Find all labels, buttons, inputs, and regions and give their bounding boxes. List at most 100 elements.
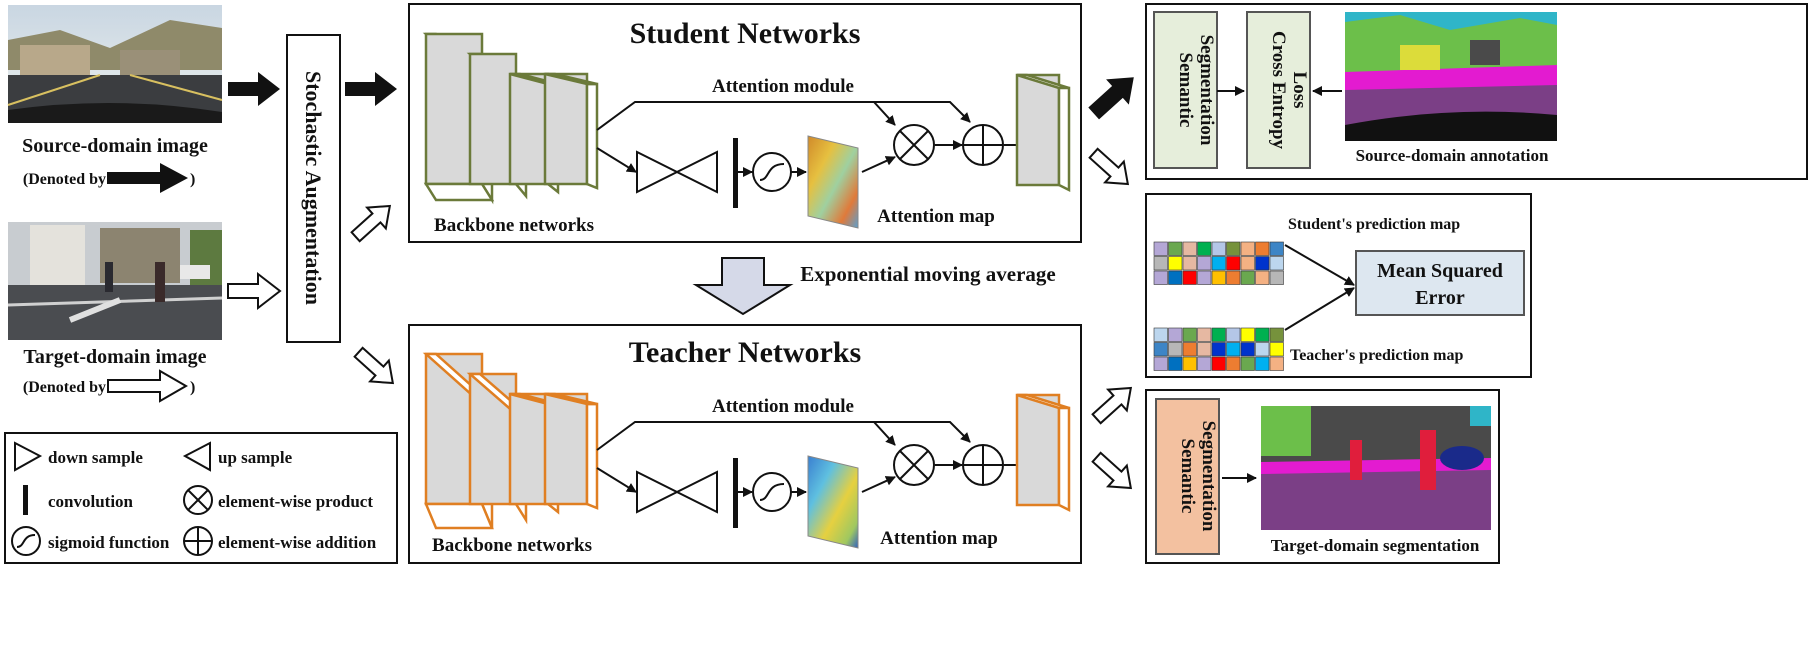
source-semseg-line1: Semantic [1175,53,1196,128]
student-convolution-bar [733,138,738,208]
source-domain-label: Source-domain image [22,135,208,157]
target-semseg-line2: Segmentation [1198,421,1219,532]
prediction-cell [1182,256,1197,271]
mse-box [1355,250,1525,316]
teacher-prediction-grid [1153,327,1284,371]
legend-sigmoid: sigmoid function [48,533,170,552]
prediction-cell [1168,270,1183,285]
prediction-cell [1168,342,1183,357]
legend-convolution: convolution [48,492,134,511]
teacher-to-segmentation-hollow-arrow [1091,451,1133,490]
prediction-cell [1211,327,1226,342]
prediction-cell [1226,342,1241,357]
source-annotation-label: Source-domain annotation [1356,146,1549,165]
hollow-arrow-icon [107,369,189,403]
teacher-prediction-label: Teacher's prediction map [1290,347,1463,364]
source-denoted-prefix: (Denoted by [23,171,106,188]
teacher-attention-map-label: Attention map [880,528,998,549]
prediction-cell [1255,256,1270,271]
target-to-augment-arrow [227,271,282,311]
prediction-cell [1240,256,1255,271]
down-sample-icon [14,441,43,472]
prediction-cell [1153,342,1168,357]
sigmoid-icon [11,526,41,556]
prediction-cell [1240,270,1255,285]
teacher-attention-module-label: Attention module [712,396,854,417]
prediction-cell [1269,327,1284,342]
student-title: Student Networks [630,17,861,50]
teacher-sigmoid [752,472,792,512]
augmentation-box [286,34,341,343]
prediction-cell [1168,241,1183,256]
augment-to-teacher-hollow-arrow [353,346,395,385]
prediction-cell [1255,327,1270,342]
prediction-cell [1226,270,1241,285]
prediction-cell [1269,356,1284,371]
prediction-cell [1168,256,1183,271]
legend-up-sample: up sample [218,448,293,467]
teacher-title: Teacher Networks [629,336,861,369]
source-to-augment-arrow [228,72,280,106]
teacher-backbone-blocks [422,352,599,530]
prediction-cell [1240,241,1255,256]
prediction-cell [1211,342,1226,357]
target-semseg-line1: Semantic [1177,439,1198,514]
student-attention-map [807,135,859,229]
prediction-cell [1182,270,1197,285]
target-domain-label: Target-domain image [23,346,206,368]
prediction-cell [1153,270,1168,285]
prediction-cell [1182,241,1197,256]
target-semseg-box [1155,398,1220,555]
student-attention-module-label: Attention module [712,76,854,97]
teacher-addition-node [962,444,1004,486]
prediction-cell [1168,356,1183,371]
target-denoted-prefix: (Denoted by [23,379,106,396]
prediction-cell [1197,342,1212,357]
teacher-down-up-sample [636,470,718,514]
cross-entropy-line2: Loss [1289,72,1310,109]
prediction-cell [1211,356,1226,371]
target-domain-image [7,222,223,340]
source-annotation-image [1345,12,1557,141]
augmentation-label: Stochastic Augmentation [301,71,326,305]
teacher-convolution-bar [733,458,738,528]
teacher-to-mse-hollow-arrow [1091,386,1133,425]
prediction-cell [1211,270,1226,285]
teacher-connectors [596,421,1031,497]
student-product-node [893,124,935,166]
prediction-cell [1182,356,1197,371]
prediction-cell [1197,270,1212,285]
cross-entropy-box [1246,11,1311,169]
legend-element-product: element-wise product [218,492,373,511]
prediction-cell [1226,241,1241,256]
ema-arrow [692,257,794,316]
prediction-cell [1153,241,1168,256]
prediction-cell [1226,327,1241,342]
source-domain-image [7,5,223,123]
prediction-cell [1211,256,1226,271]
student-prediction-grid [1153,241,1284,285]
prediction-cell [1240,356,1255,371]
teacher-product-node [893,444,935,486]
solid-arrow-icon [107,163,188,193]
student-backbone-blocks [422,32,599,205]
target-segmentation-image [1261,406,1491,530]
source-denoted-suffix: ) [190,171,195,188]
prediction-cell [1153,356,1168,371]
target-denoted-suffix: ) [190,379,195,396]
mse-line1: Mean Squared [1377,260,1503,282]
mse-line2: Error [1415,287,1465,309]
prediction-cell [1240,342,1255,357]
ema-label: Exponential moving average [800,262,1056,286]
prediction-cell [1168,327,1183,342]
student-output-block [1015,73,1071,193]
prediction-cell [1211,241,1226,256]
teacher-attention-map [807,455,859,549]
legend-down-sample: down sample [48,448,143,467]
student-connectors [596,101,1031,177]
teacher-backbone-label: Backbone networks [432,535,592,556]
source-semseg-box [1153,11,1218,169]
source-semseg-line2: Segmentation [1196,35,1217,146]
prediction-cell [1182,342,1197,357]
